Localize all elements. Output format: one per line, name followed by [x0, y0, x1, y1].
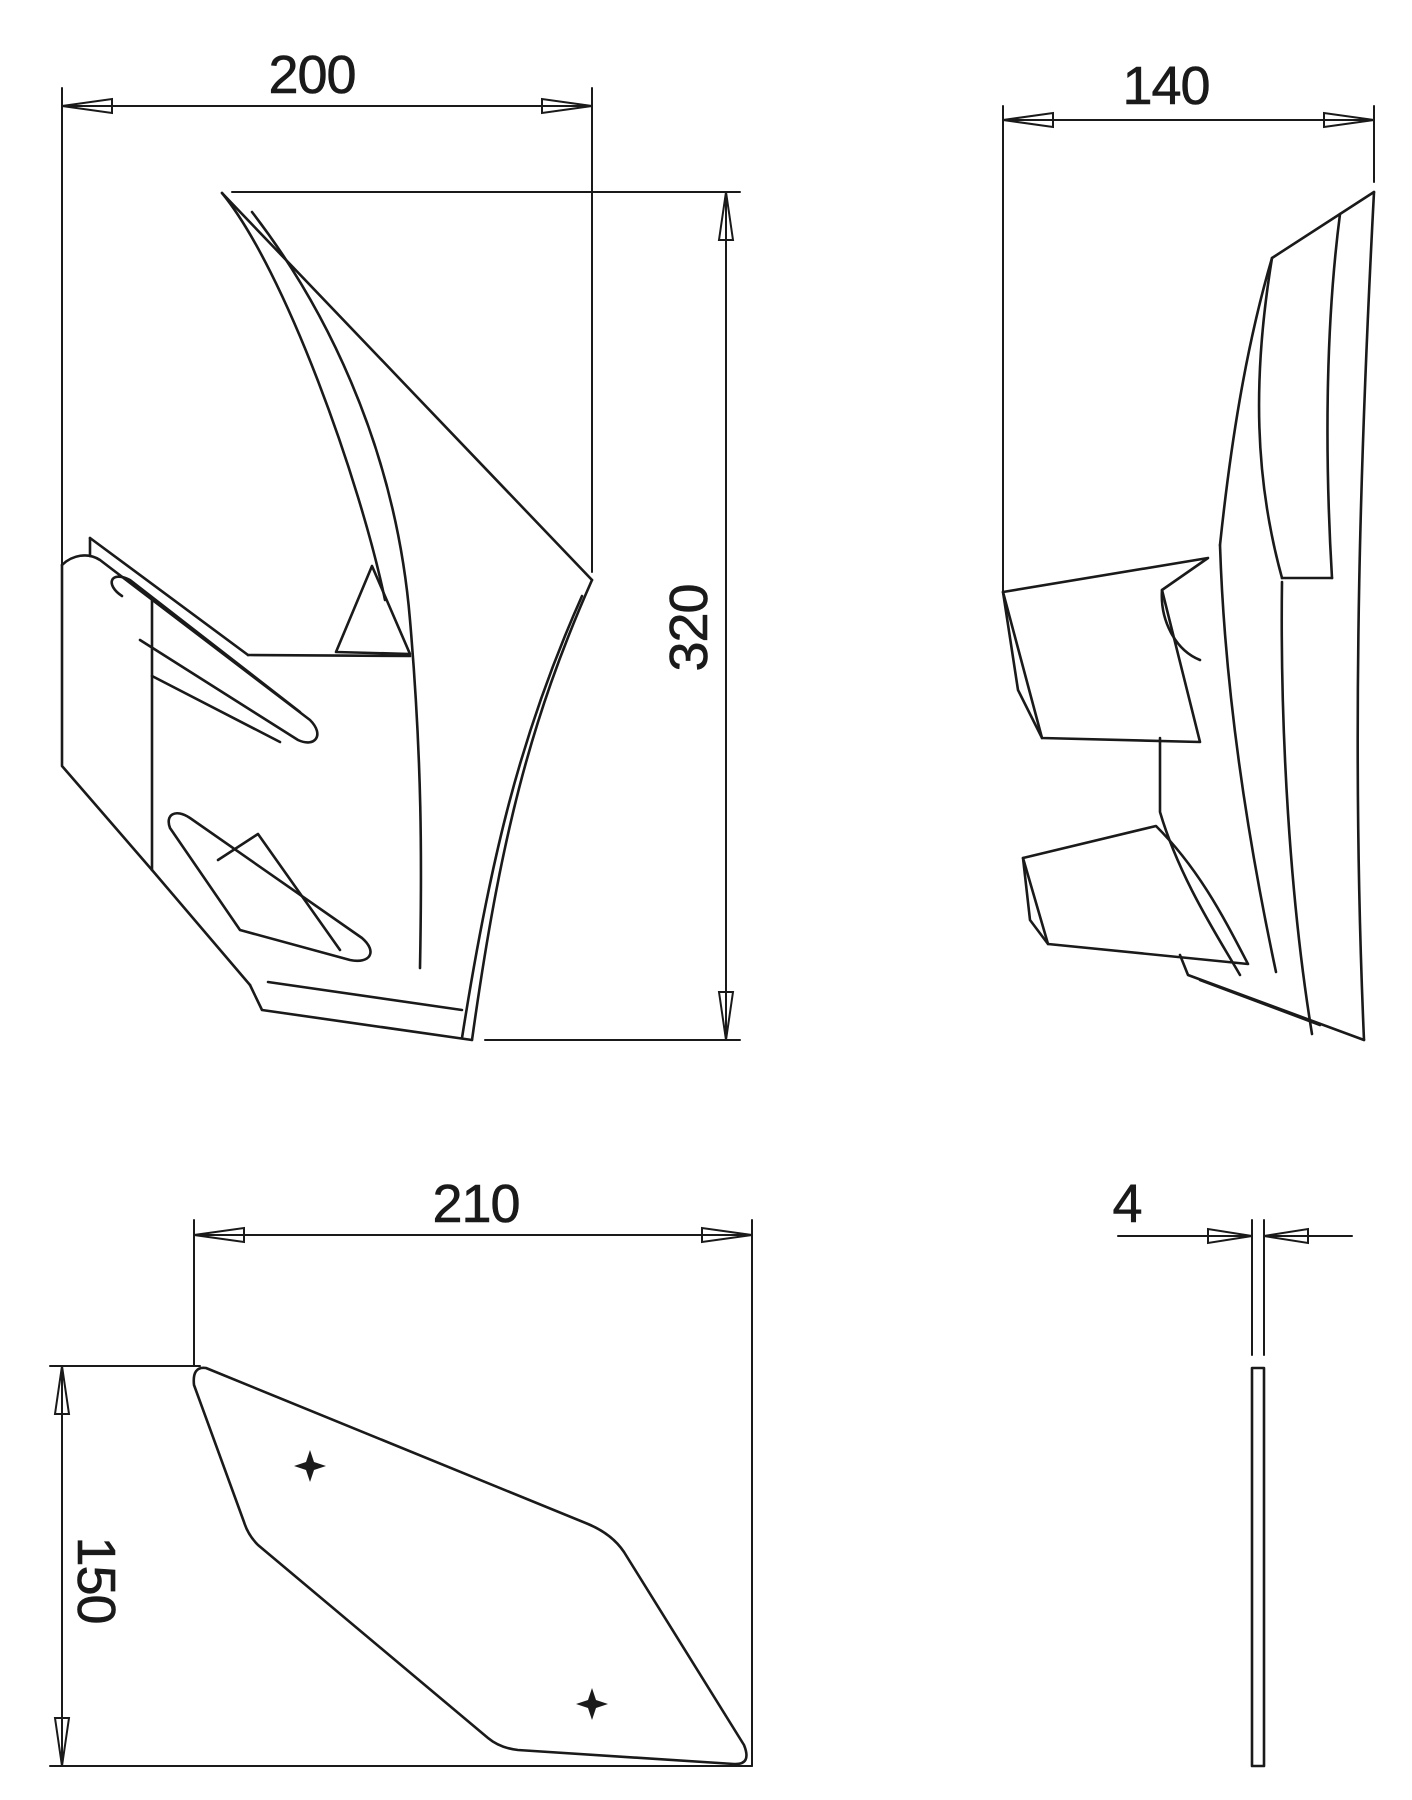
dimension-4: 4	[1112, 1174, 1353, 1356]
dimension-210: 210	[193, 1174, 753, 1767]
dimension-label-200: 200	[268, 45, 355, 105]
thickness-view: 4	[1112, 1174, 1353, 1768]
dimension-label-210: 210	[432, 1174, 519, 1234]
dimension-label-150: 150	[66, 1536, 126, 1623]
dimension-150: 150	[49, 1365, 753, 1767]
front-view-part	[1001, 190, 1376, 1042]
dimension-label-140: 140	[1122, 56, 1209, 116]
dimension-label-320: 320	[659, 584, 719, 671]
plate-edge	[1250, 1366, 1266, 1768]
mounting-hole-upper	[294, 1450, 326, 1482]
side-view-part	[60, 191, 594, 1042]
mounting-hole-lower	[576, 1688, 608, 1720]
dimension-140: 140	[1002, 56, 1375, 593]
dimension-label-4: 4	[1112, 1174, 1141, 1234]
plate-outline	[192, 1366, 748, 1766]
dimension-320: 320	[231, 191, 741, 1041]
front-view: 140	[1001, 56, 1376, 1042]
side-view: 200 320	[60, 45, 741, 1042]
dimension-200: 200	[61, 45, 593, 761]
plate-view: 210 150	[49, 1174, 753, 1767]
